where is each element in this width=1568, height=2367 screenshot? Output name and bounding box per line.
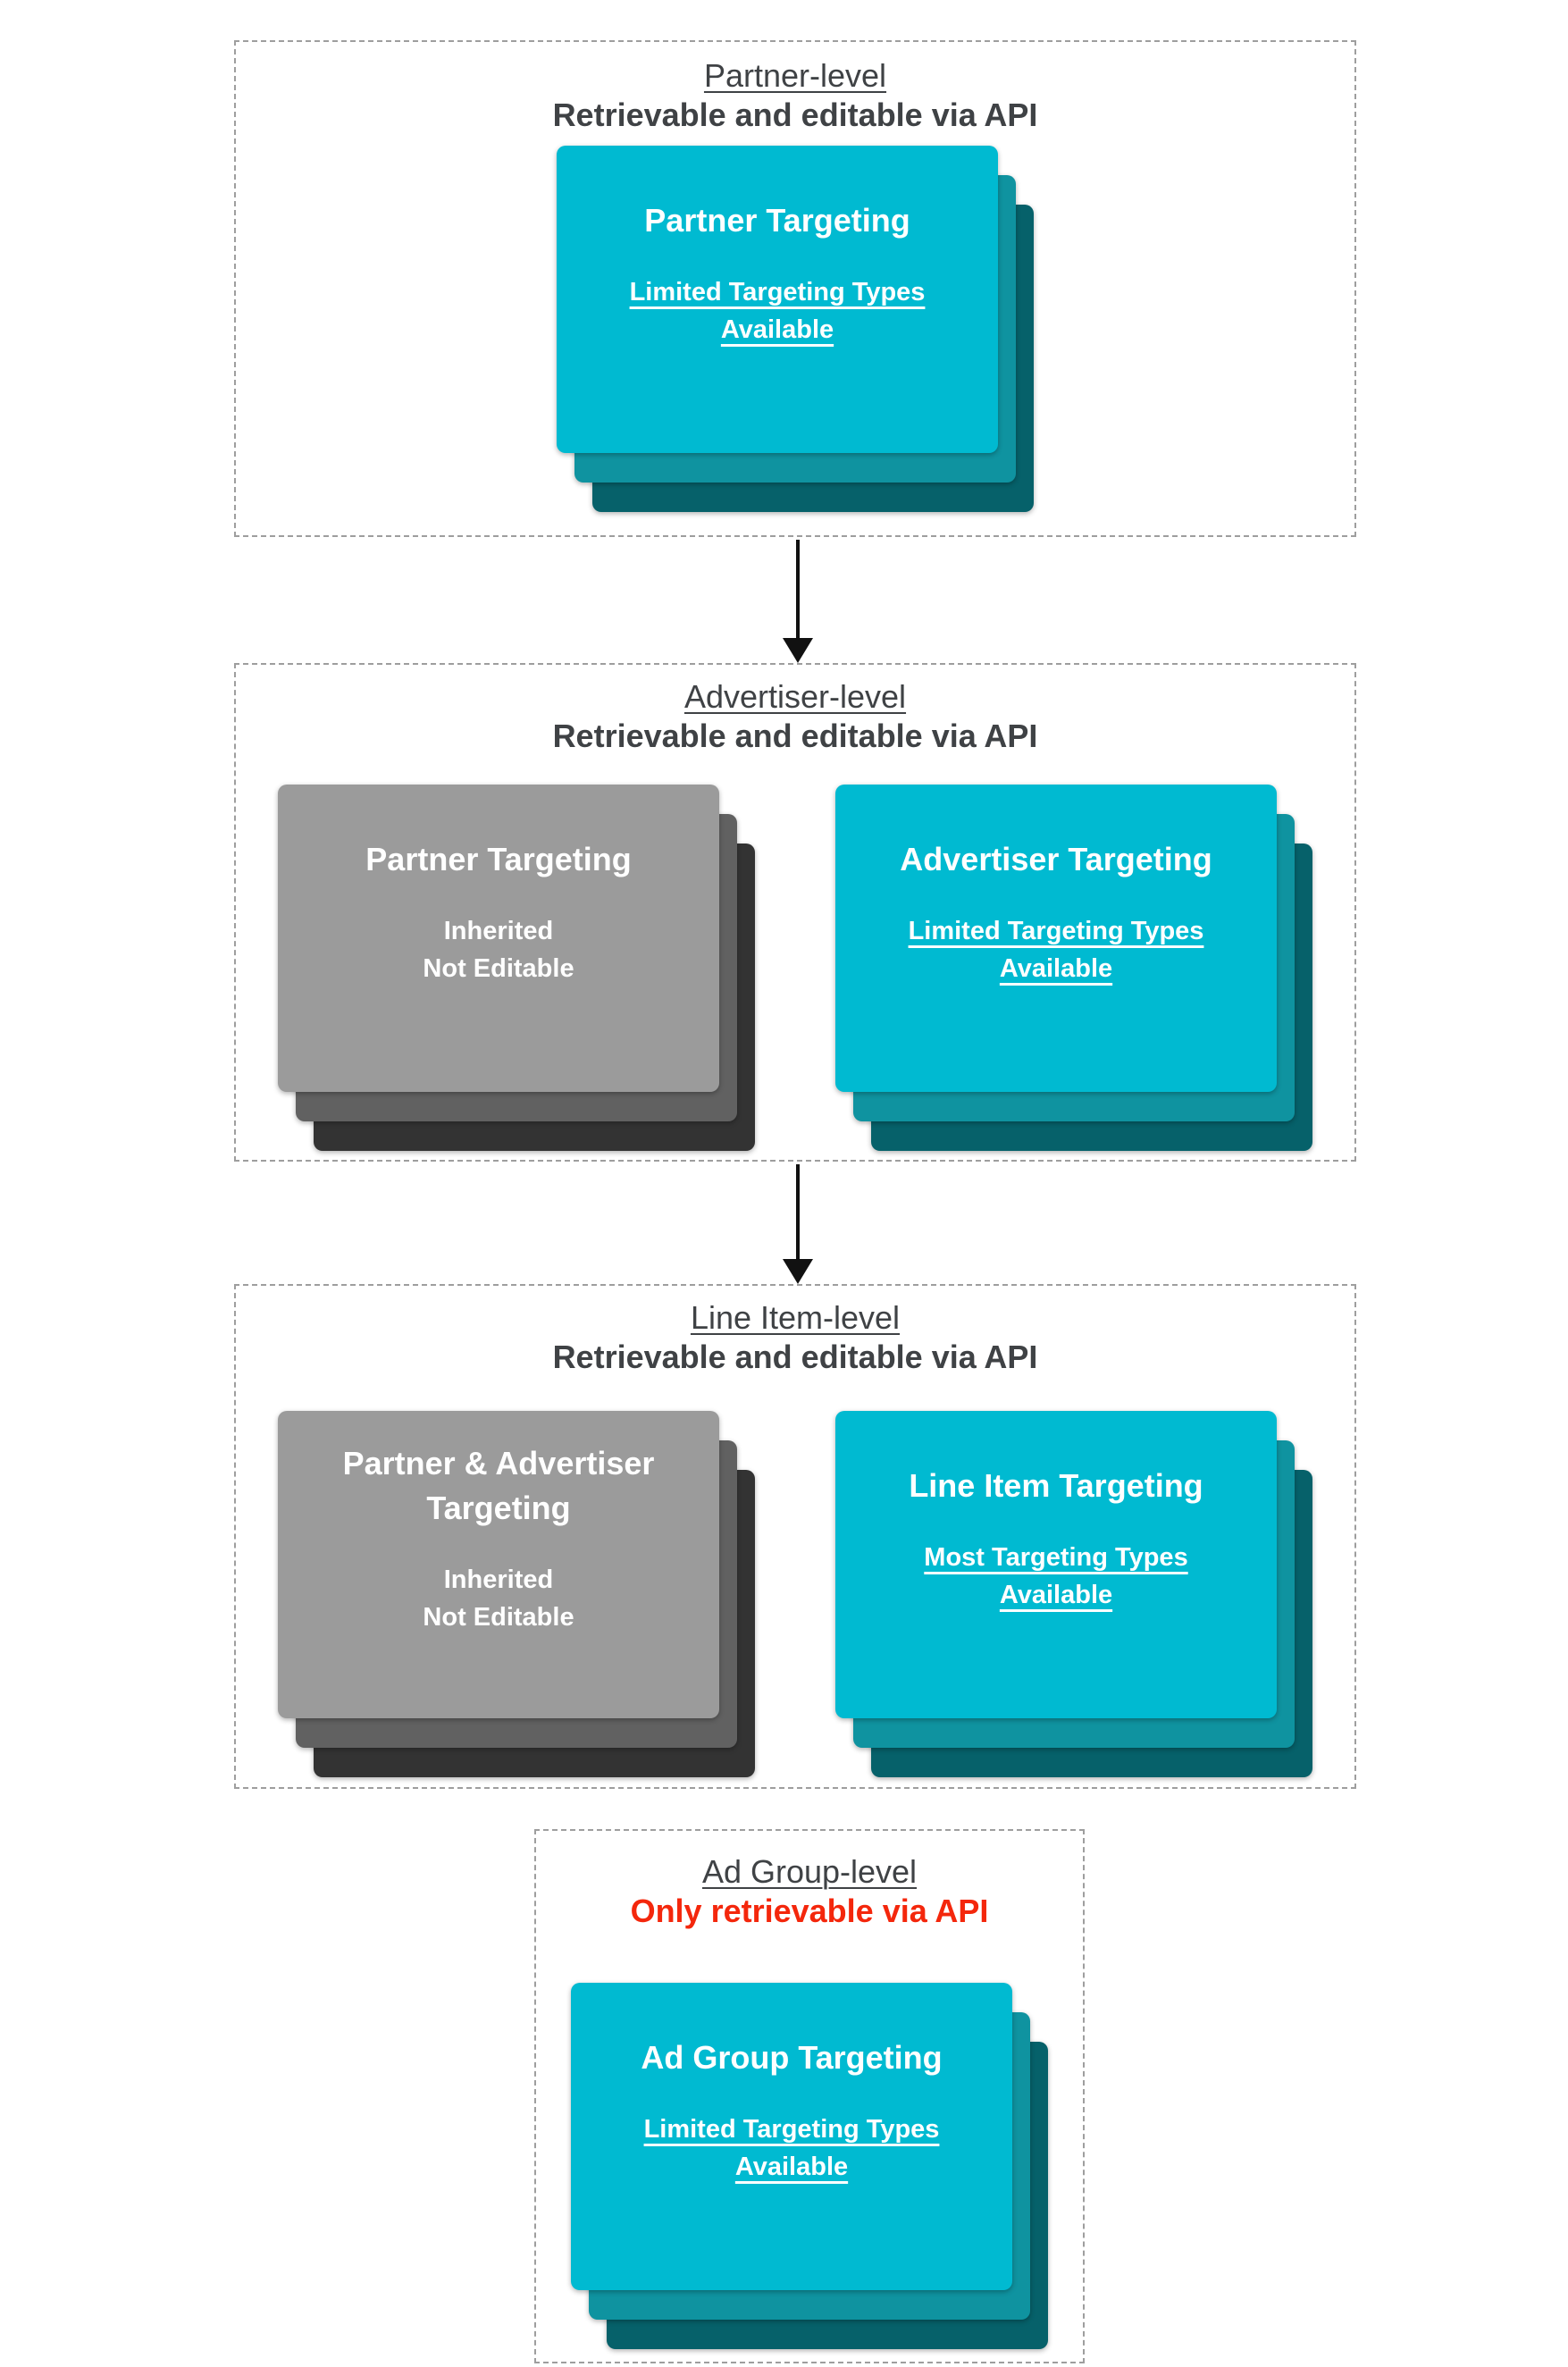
card: Ad Group Targeting Limited Targeting Typ… [571, 1983, 1012, 2290]
card-subtitle: Most Targeting Types Available [924, 1543, 1188, 1609]
cards-row: Partner Targeting Inherited Not Editable… [278, 785, 1312, 1151]
card-title: Line Item Targeting [909, 1467, 1203, 1504]
card-stack-partner-targeting-inherited: Partner Targeting Inherited Not Editable [278, 785, 755, 1151]
down-arrow-icon [780, 1164, 816, 1284]
down-arrow-icon [780, 540, 816, 663]
card-lines: Inherited Not Editable [423, 912, 574, 987]
card-title: Advertiser Targeting [900, 841, 1212, 877]
section-title: Partner-level [703, 57, 887, 94]
section-subtitle-alert: Only retrievable via API [630, 1893, 989, 1929]
card-title: Partner & Advertiser Targeting [342, 1445, 655, 1526]
card: Partner Targeting Limited Targeting Type… [557, 146, 998, 453]
card-title: Ad Group Targeting [641, 2039, 943, 2076]
arrow-shaft [796, 540, 800, 638]
card-stack-line-item-targeting: Line Item Targeting Most Targeting Types… [835, 1411, 1312, 1777]
card: Partner & Advertiser Targeting Inherited… [278, 1411, 719, 1718]
section-partner-level: Partner-level Retrievable and editable v… [234, 40, 1356, 537]
card: Line Item Targeting Most Targeting Types… [835, 1411, 1277, 1718]
card-stack-partner-targeting: Partner Targeting Limited Targeting Type… [557, 146, 1034, 512]
card-stack-ad-group-targeting: Ad Group Targeting Limited Targeting Typ… [571, 1983, 1048, 2349]
card: Advertiser Targeting Limited Targeting T… [835, 785, 1277, 1092]
arrow-shaft [796, 1164, 800, 1259]
section-advertiser-level: Advertiser-level Retrievable and editabl… [234, 663, 1356, 1162]
card-line: Inherited [443, 1565, 554, 1594]
card-subtitle: Limited Targeting Types Available [908, 917, 1204, 983]
section-line-item-level: Line Item-level Retrievable and editable… [234, 1284, 1356, 1789]
section-ad-group-level: Ad Group-level Only retrievable via API … [534, 1829, 1085, 2363]
section-title: Advertiser-level [683, 678, 907, 715]
cards-row: Ad Group Targeting Limited Targeting Typ… [571, 1983, 1048, 2349]
card-subtitle: Limited Targeting Types Available [629, 278, 926, 344]
card-title: Partner Targeting [365, 841, 632, 877]
section-subtitle: Retrievable and editable via API [552, 718, 1038, 754]
card-line: Not Editable [423, 1603, 574, 1632]
arrow-head [783, 1259, 813, 1284]
card-subtitle: Limited Targeting Types Available [643, 2115, 940, 2181]
card-title: Partner Targeting [644, 202, 910, 239]
card-line: Inherited [443, 917, 554, 945]
card-line: Not Editable [423, 954, 574, 983]
card: Partner Targeting Inherited Not Editable [278, 785, 719, 1092]
cards-row: Partner Targeting Limited Targeting Type… [557, 146, 1034, 512]
card-lines: Inherited Not Editable [423, 1561, 574, 1636]
section-title: Line Item-level [690, 1299, 901, 1336]
cards-row: Partner & Advertiser Targeting Inherited… [278, 1411, 1312, 1777]
section-subtitle: Retrievable and editable via API [552, 97, 1038, 133]
card-stack-partner-advertiser-targeting: Partner & Advertiser Targeting Inherited… [278, 1411, 755, 1777]
card-stack-advertiser-targeting: Advertiser Targeting Limited Targeting T… [835, 785, 1312, 1151]
section-title: Ad Group-level [701, 1853, 918, 1890]
arrow-head [783, 638, 813, 663]
section-subtitle: Retrievable and editable via API [552, 1339, 1038, 1375]
